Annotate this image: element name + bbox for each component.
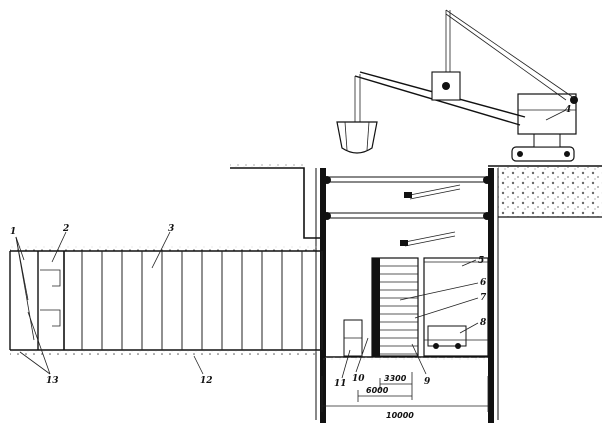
callout-9: 9 xyxy=(424,377,431,387)
callout-1: 1 xyxy=(10,227,16,237)
callout-8: 8 xyxy=(480,318,487,328)
dimension-3300: 3300 xyxy=(384,374,407,383)
shaft-walls xyxy=(315,168,499,423)
right-bank-gravel xyxy=(488,165,602,218)
crawler-crane xyxy=(336,9,578,162)
callout-10: 10 xyxy=(352,374,365,384)
shield-front xyxy=(9,251,65,350)
callout-13: 13 xyxy=(46,376,59,386)
callout-leaders xyxy=(15,109,567,379)
callout-11: 11 xyxy=(334,379,347,389)
callout-3: 3 xyxy=(168,224,174,234)
callout-7: 7 xyxy=(480,293,487,303)
dimension-6000: 6000 xyxy=(366,386,389,395)
ground-surface-left xyxy=(230,163,323,239)
lining-rings xyxy=(81,251,323,350)
callout-5: 5 xyxy=(478,256,484,266)
callout-12: 12 xyxy=(200,376,213,386)
dimension-10000: 10000 xyxy=(386,411,414,420)
chamber-box xyxy=(423,257,489,357)
callout-4: 4 xyxy=(565,105,571,115)
callout-6: 6 xyxy=(480,278,487,288)
dimension-lines xyxy=(321,372,489,412)
segment-stack xyxy=(343,257,419,357)
shaft-struts xyxy=(323,176,491,247)
callout-2: 2 xyxy=(62,224,69,234)
